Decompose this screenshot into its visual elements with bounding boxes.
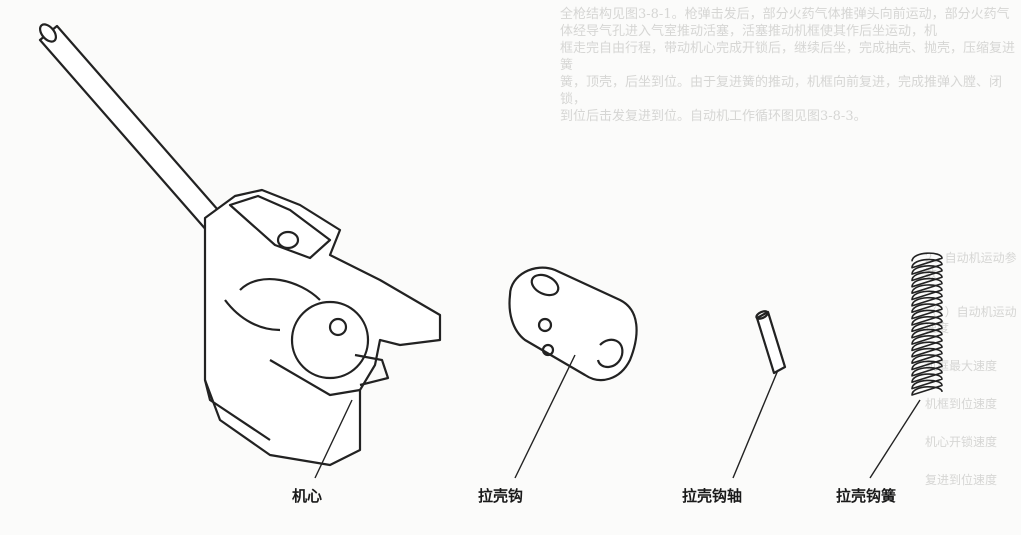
show-through-line: 复进到位速度 bbox=[925, 473, 998, 487]
show-through-line: 框走完自由行程，带动机心完成开锁后，继续后坐，完成抽壳、抛壳，压缩复进簧 bbox=[560, 41, 1016, 73]
label-extractor: 拉壳钩 bbox=[478, 487, 524, 505]
leader-line-extractor bbox=[514, 354, 576, 479]
leader-line-bolt bbox=[314, 399, 353, 479]
show-through-line: 机框到位速度 bbox=[925, 397, 998, 411]
label-extractor-spring: 拉壳钩簧 bbox=[836, 487, 897, 505]
show-through-column: 2、自动机运动参数 （1）自动机运动速度 机框最大速度 机框到位速度 机心开锁速… bbox=[925, 250, 1017, 510]
show-through-line: 机框最大速度 bbox=[925, 359, 998, 373]
show-through-paragraph: 全枪结构见图3-8-1。枪弹击发后，部分火药气体推弹头向前运动，部分火药气 体经… bbox=[560, 6, 1015, 125]
show-through-line: 全枪结构见图3-8-1。枪弹击发后，部分火药气体推弹头向前运动，部分火药气 bbox=[560, 7, 1010, 22]
leader-line-extractor-spring bbox=[869, 399, 921, 479]
bolt-drawing bbox=[38, 23, 442, 467]
show-through-line: 机心开锁速度 bbox=[925, 435, 998, 449]
show-through-line: 簧，顶壳，后坐到位。由于复进簧的推动，机框向前复进，完成推弹入膛、闭锁， bbox=[560, 75, 1003, 107]
extractor-drawing bbox=[508, 266, 638, 382]
show-through-line: 到位后击发复进到位。自动机工作循环图见图3-8-3。 bbox=[560, 109, 867, 124]
leader-line-extractor-pin bbox=[732, 369, 779, 479]
label-bolt: 机心 bbox=[292, 487, 323, 505]
show-through-line: 体经导气孔进入气室推动活塞，活塞推动机框使其作后坐运动，机 bbox=[560, 24, 938, 39]
extractor-pin-drawing bbox=[755, 310, 787, 375]
extractor-spring-drawing bbox=[911, 252, 943, 396]
label-extractor-pin: 拉壳钩轴 bbox=[682, 487, 743, 505]
